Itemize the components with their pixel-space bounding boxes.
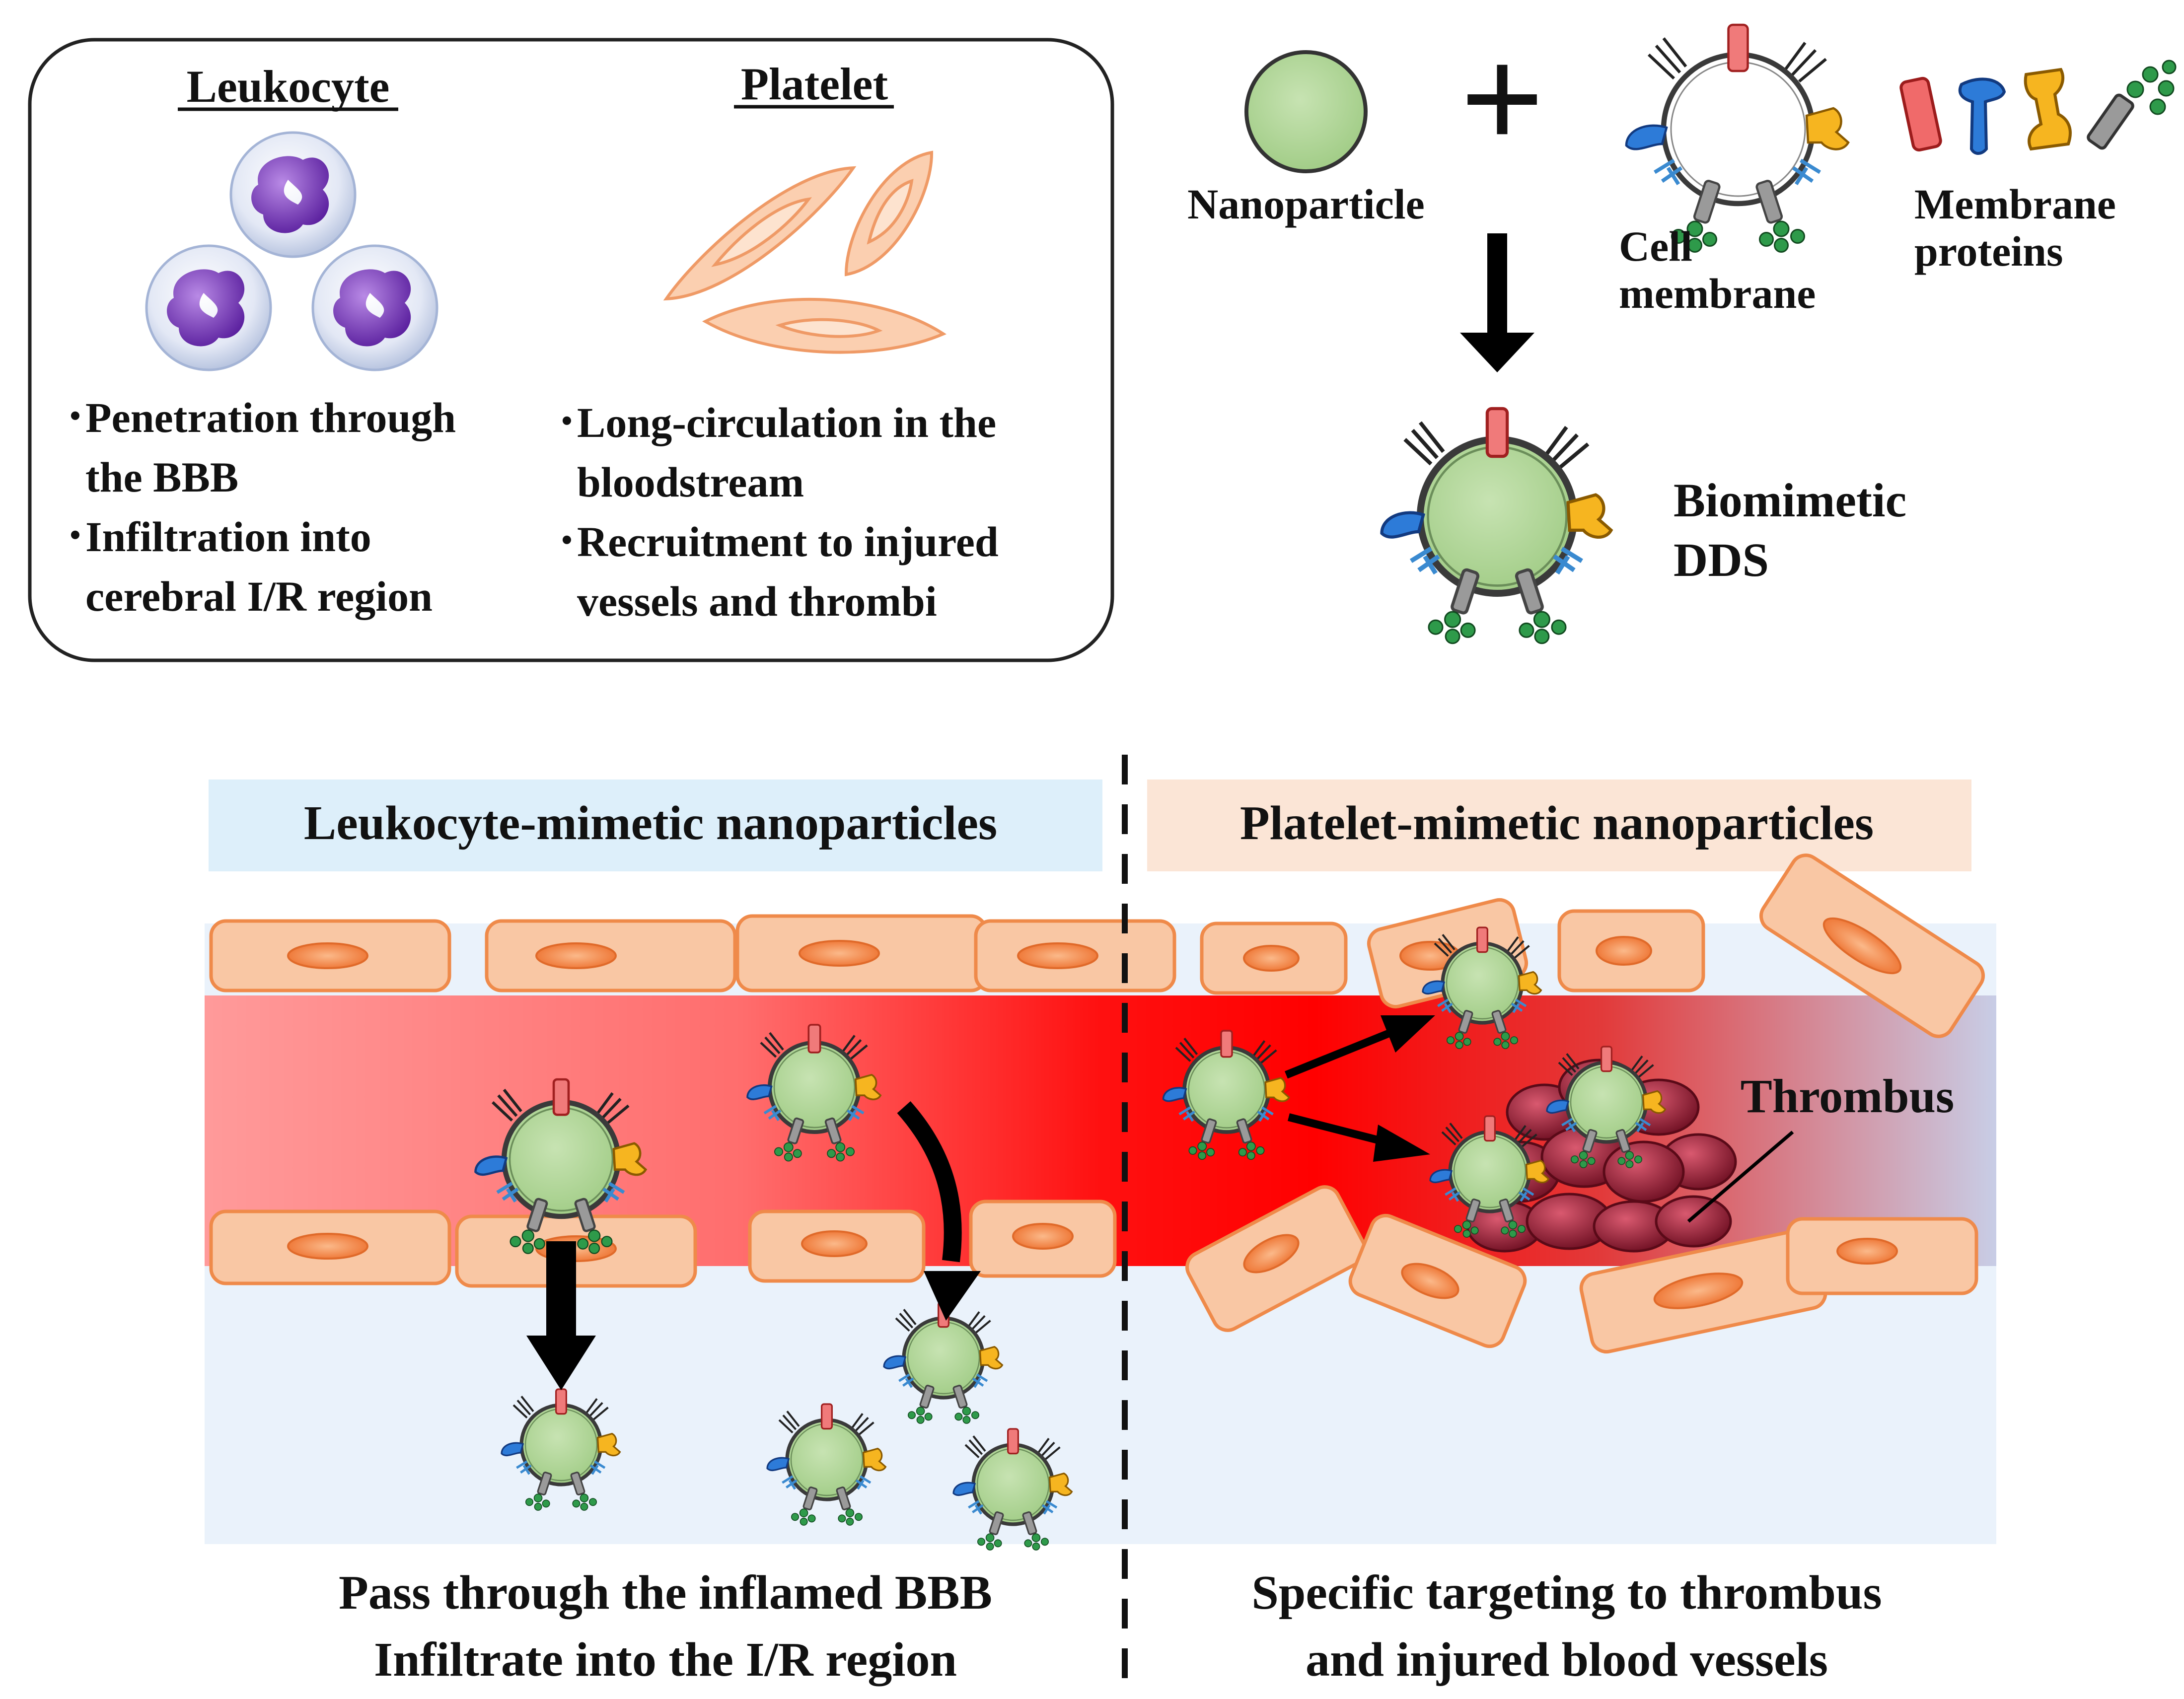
assembly-arrow-icon <box>1460 233 1534 372</box>
endothelial-nuclei-bottom <box>287 1223 1898 1309</box>
endothelial-nuclei-top <box>287 917 1902 975</box>
platelet-caption: Specific targeting to thrombus <box>1251 1566 1882 1620</box>
bullet-text: bloodstream <box>577 458 804 506</box>
membrane-proteins-label: proteins <box>1914 227 2063 275</box>
plus-icon: + <box>1460 16 1545 181</box>
bbb-penetration-arrows <box>526 1101 981 1390</box>
dds-assembly-scheme: Nanoparticle + Cell m <box>1187 16 2177 643</box>
bullet-text: Long-circulation in the <box>577 399 996 446</box>
platelet-heading: Platelet <box>741 59 888 109</box>
bullet-text: the BBB <box>85 453 238 501</box>
bullet-marker: ･ <box>65 513 86 561</box>
biomimetic-dds-label: Biomimetic <box>1674 474 1906 527</box>
leukocyte-caption: Infiltrate into the I/R region <box>374 1633 957 1687</box>
leukocyte-banner <box>209 779 1102 871</box>
platelet-illustration <box>663 150 946 354</box>
leukocyte-heading: Leukocyte <box>187 61 390 112</box>
thrombus-pointer <box>1687 1131 1794 1223</box>
leukocyte-panel-title: Leukocyte-mimetic nanoparticles <box>304 796 997 850</box>
bullet-text: Recruitment to injured <box>577 518 999 566</box>
platelet-properties: ･ Long-circulation in the bloodstream ･ … <box>556 399 999 625</box>
bullet-text: cerebral I/R region <box>85 572 433 620</box>
targeting-arrows <box>1284 1015 1435 1162</box>
platelet-banner <box>1147 779 1971 871</box>
membrane-proteins-label: Membrane <box>1914 180 2116 228</box>
bullet-text: vessels and thrombi <box>577 577 937 625</box>
cell-membrane-icon <box>1625 23 1850 253</box>
cell-membrane-label: Cell <box>1619 222 1692 270</box>
bullet-text: Infiltration into <box>85 513 371 561</box>
cell-membrane-label: membrane <box>1619 270 1816 317</box>
biomimetic-dds-label: DDS <box>1674 533 1769 586</box>
membrane-proteins-icon <box>1899 60 2177 155</box>
leukocyte-illustration <box>145 131 438 371</box>
bullet-marker: ･ <box>556 518 578 566</box>
nanoparticle-icon <box>1244 50 1368 173</box>
nanoparticle-label: Nanoparticle <box>1187 180 1425 228</box>
leukocyte-properties: ･ Penetration through the BBB ･ Infiltra… <box>65 394 456 620</box>
bullet-text: Penetration through <box>85 394 456 441</box>
platelet-caption: and injured blood vessels <box>1306 1633 1828 1687</box>
bullet-marker: ･ <box>65 394 86 441</box>
platelet-panel-title: Platelet-mimetic nanoparticles <box>1240 796 1874 850</box>
thrombus-label: Thrombus <box>1741 1069 1954 1123</box>
biomimetic-dds-icon <box>1382 409 1611 643</box>
cell-properties-box: Leukocyte ･ Penetration through the BBB … <box>28 38 1114 662</box>
bullet-marker: ･ <box>556 399 578 446</box>
leukocyte-caption: Pass through the inflamed BBB <box>339 1566 992 1620</box>
